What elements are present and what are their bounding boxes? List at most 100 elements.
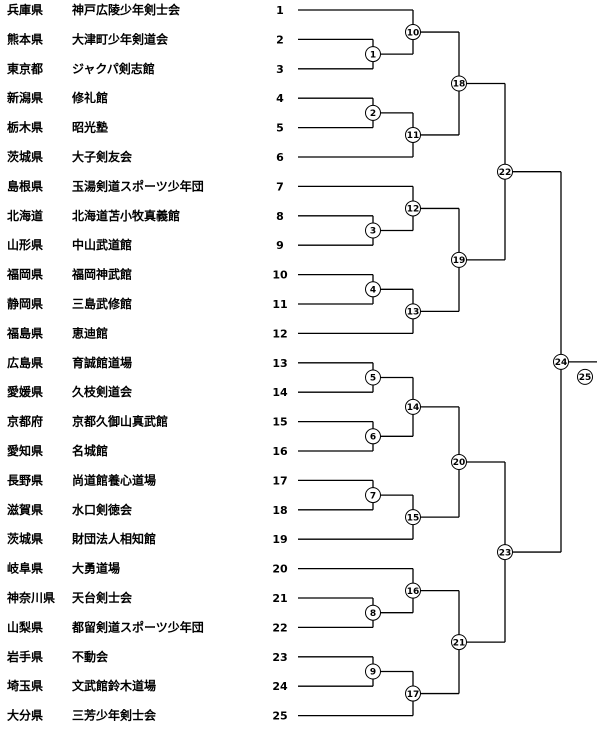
match-circle (365, 663, 381, 680)
match-bracket (298, 38, 374, 70)
match-number-label: 6 (370, 433, 376, 443)
match-bracket (298, 362, 374, 393)
seed-number: 13 (272, 357, 287, 370)
seed-number: 22 (272, 621, 287, 634)
match-number-label: 1 (370, 50, 376, 60)
seed-number: 5 (276, 122, 284, 135)
prefecture-label: 広島県 (7, 355, 43, 370)
match-number: 11 (405, 126, 421, 143)
club-name: 育誠館道場 (72, 355, 132, 370)
club-name: 大津町少年剣道会 (72, 31, 169, 46)
seed-number: 17 (272, 474, 287, 487)
match-number: 19 (451, 251, 467, 268)
match-circle (365, 104, 381, 121)
prefecture-label: 新潟県 (7, 90, 43, 105)
match-number-label: 16 (407, 587, 420, 597)
seed-number: 8 (276, 210, 284, 223)
match-number: 1 (365, 46, 381, 63)
match-bracket (298, 273, 374, 305)
match-number: 3 (365, 222, 381, 239)
club-name: ジャクパ剣志館 (72, 61, 155, 76)
match-number-label: 5 (370, 374, 376, 384)
prefecture-label: 山梨県 (7, 619, 43, 634)
bracket-lines (298, 9, 597, 717)
club-name: 福岡神武館 (71, 267, 132, 282)
match-circle (405, 582, 421, 599)
match-circle (577, 368, 593, 385)
match-number-label: 21 (453, 638, 466, 648)
match-number: 13 (405, 303, 421, 320)
match-number: 22 (497, 163, 513, 180)
prefecture-label: 島根県 (7, 178, 43, 193)
match-circle (451, 454, 467, 471)
match-number: 14 (405, 398, 421, 415)
entry-row: 北海道 北海道苫小牧真義館 8 (7, 208, 284, 223)
prefecture-label: 茨城県 (7, 531, 43, 546)
match-circle (451, 75, 467, 92)
match-number-label: 24 (555, 358, 568, 368)
match-bracket (298, 288, 414, 335)
match-number-label: 22 (499, 168, 512, 178)
seed-number: 16 (272, 445, 288, 458)
match-circle (405, 200, 421, 217)
match-bracket (298, 567, 414, 614)
club-name: 恵迪館 (72, 325, 108, 340)
prefecture-label: 愛媛県 (7, 384, 43, 399)
match-circle (451, 251, 467, 268)
match-number: 9 (365, 663, 381, 680)
prefecture-label: 熊本県 (7, 31, 43, 46)
seed-number: 1 (276, 4, 284, 17)
club-name: 玉湯剣道スポーツ少年団 (72, 178, 204, 193)
club-name: 昭光塾 (72, 120, 108, 135)
entry-row: 広島県 育誠館道場 13 (7, 355, 288, 370)
club-name: 財団法人相知館 (71, 531, 156, 546)
prefecture-label: 北海道 (7, 208, 43, 223)
match-number: 24 (553, 353, 569, 370)
club-name: 水口剣徳会 (72, 502, 133, 517)
seed-number: 12 (272, 327, 287, 340)
match-number-label: 10 (407, 28, 420, 38)
match-circle (405, 509, 421, 526)
match-number-label: 8 (370, 609, 376, 619)
club-name: 天台剣士会 (72, 590, 133, 605)
entry-row: 茨城県 財団法人相知館 19 (7, 531, 288, 546)
prefecture-label: 岩手県 (6, 649, 43, 664)
match-circle (365, 604, 381, 621)
prefecture-label: 滋賀県 (7, 502, 43, 517)
seed-number: 24 (272, 680, 288, 693)
seed-number: 3 (276, 63, 284, 76)
match-number-label: 9 (370, 668, 376, 678)
match-bracket (298, 215, 374, 246)
seed-number: 18 (272, 504, 287, 517)
match-number: 2 (365, 104, 381, 121)
match-bracket (298, 185, 414, 232)
club-name: 神戸広陵少年剣士会 (72, 2, 181, 17)
club-name: 尚道館養心道場 (72, 472, 156, 487)
match-number: 6 (365, 428, 381, 445)
match-number: 25 (577, 368, 593, 385)
prefecture-label: 神奈川県 (7, 590, 55, 605)
match-number: 10 (405, 24, 421, 41)
club-name: 北海道苫小牧真義館 (72, 208, 180, 223)
match-bracket (298, 494, 414, 540)
match-bracket (298, 97, 374, 129)
seed-number: 20 (272, 563, 288, 576)
match-circle (405, 24, 421, 41)
match-labels: 1234567891011121314151617181920212223242… (365, 24, 593, 702)
seed-number: 19 (272, 533, 287, 546)
match-number-label: 4 (370, 286, 376, 296)
match-number: 21 (451, 634, 467, 651)
match-circle (405, 685, 421, 702)
match-number-label: 15 (407, 513, 420, 523)
club-name: 京都久御山真武館 (72, 414, 168, 429)
match-number-label: 23 (499, 548, 512, 558)
match-number: 15 (405, 509, 421, 526)
